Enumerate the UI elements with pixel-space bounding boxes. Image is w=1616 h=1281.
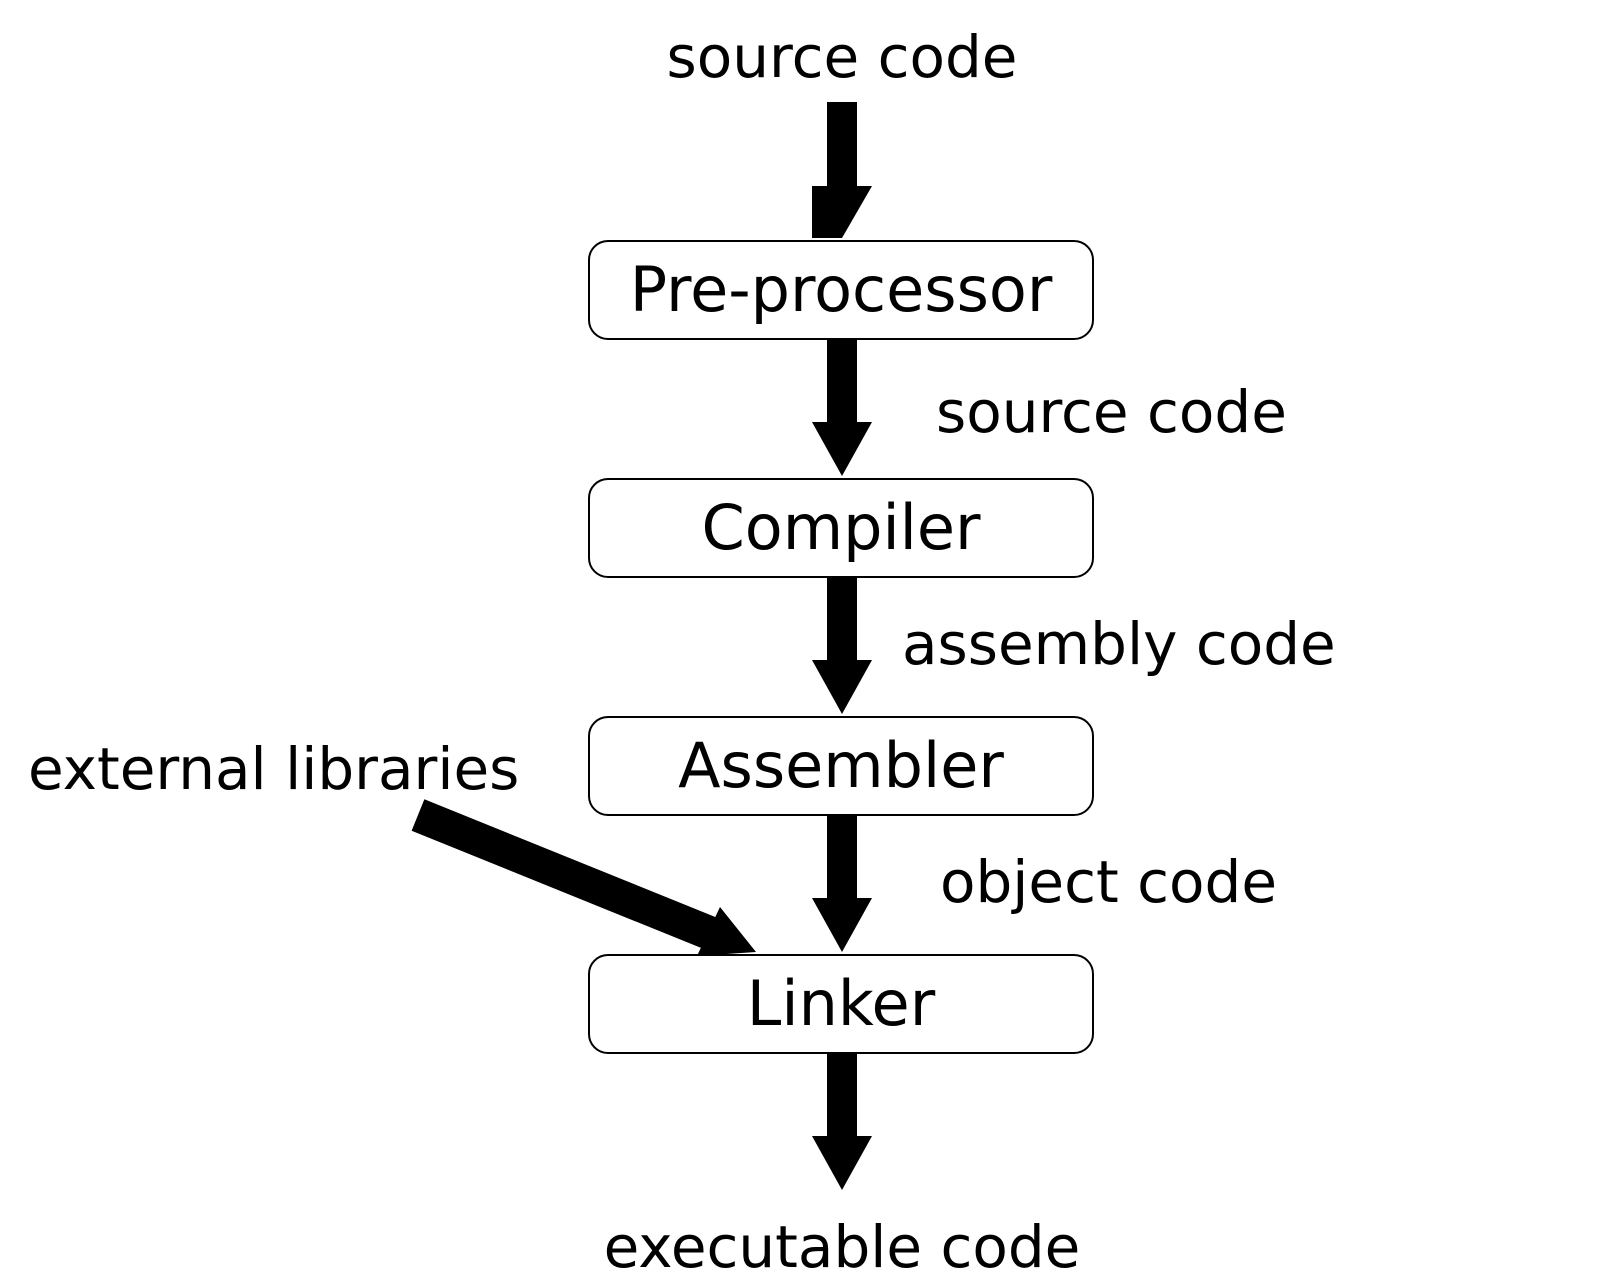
arrow-compiler-to-assembler [812, 578, 872, 714]
arrow-linker-to-output [812, 1054, 872, 1190]
stage-label: Assembler [678, 729, 1004, 802]
stage-label: Pre-processor [629, 253, 1053, 326]
edge-label-object-code: object code [940, 848, 1278, 916]
edge-label-assembly-code: assembly code [902, 610, 1336, 678]
stage-box-compiler: Compiler [588, 478, 1094, 578]
stage-label: Linker [746, 967, 936, 1040]
arrow-preprocessor-to-compiler [812, 340, 872, 476]
arrow-external-libraries-to-linker [411, 799, 756, 956]
stage-box-assembler: Assembler [588, 716, 1094, 816]
output-label: executable code [603, 1213, 1081, 1281]
stage-label: Compiler [701, 491, 981, 564]
external-libraries-label: external libraries [28, 735, 520, 803]
stage-box-preprocessor: Pre-processor [588, 240, 1094, 340]
arrow-input-to-preprocessor [812, 102, 872, 238]
stage-box-linker: Linker [588, 954, 1094, 1054]
arrow-assembler-to-linker [812, 816, 872, 952]
input-label: source code [666, 23, 1018, 91]
edge-label-source-code: source code [936, 378, 1287, 446]
